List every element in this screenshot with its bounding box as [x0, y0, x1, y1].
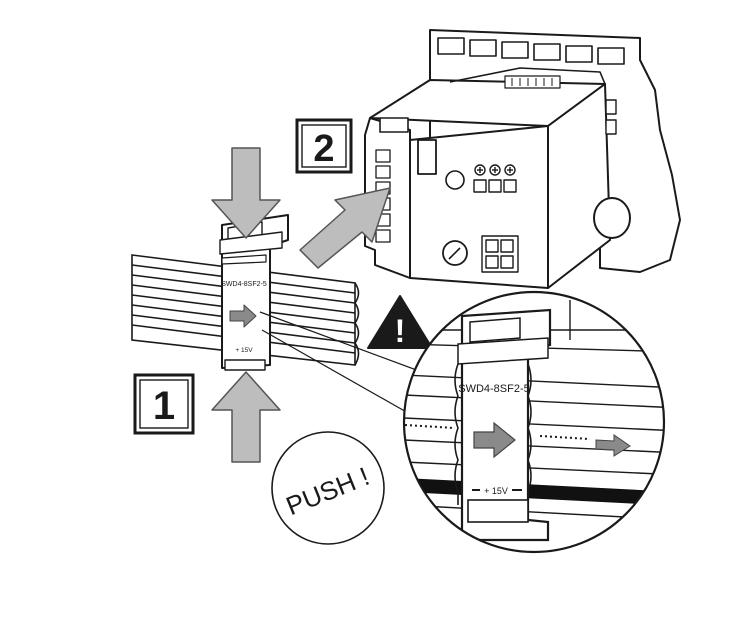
zoom-detail: SWD4-8SF2-5 + 15V	[402, 290, 666, 554]
arrow-down-icon	[211, 147, 281, 239]
push-callout: PUSH !	[271, 431, 385, 545]
connector-voltage-small: + 15V	[235, 347, 253, 354]
device-top-vents	[437, 37, 625, 65]
step-1-number: 1	[153, 384, 175, 428]
device-terminal-top	[473, 164, 517, 193]
step-2-badge: 2	[295, 118, 353, 174]
step-2-number: 2	[313, 128, 334, 170]
arrow-insert-icon	[299, 187, 391, 269]
warning-glyph: !	[395, 313, 406, 349]
zoom-connector-voltage: + 15V	[484, 486, 508, 496]
connector-plug-small: SWD4-8SF2-5 + 15V	[219, 214, 289, 371]
zoom-leader-upper	[259, 311, 431, 376]
warning-triangle-icon: !	[367, 295, 433, 349]
arrow-right-icon	[595, 434, 631, 457]
connector-label-small: SWD4-8SF2-5	[221, 281, 267, 288]
device-terminal-bottom	[481, 235, 519, 273]
arrow-up-icon	[211, 371, 281, 463]
zoom-connector-label: SWD4-8SF2-5	[458, 383, 530, 395]
device-module	[364, 29, 681, 289]
step-1-badge: 1	[133, 373, 195, 435]
arrow-right-icon	[229, 304, 257, 328]
arrow-right-icon	[473, 421, 516, 459]
